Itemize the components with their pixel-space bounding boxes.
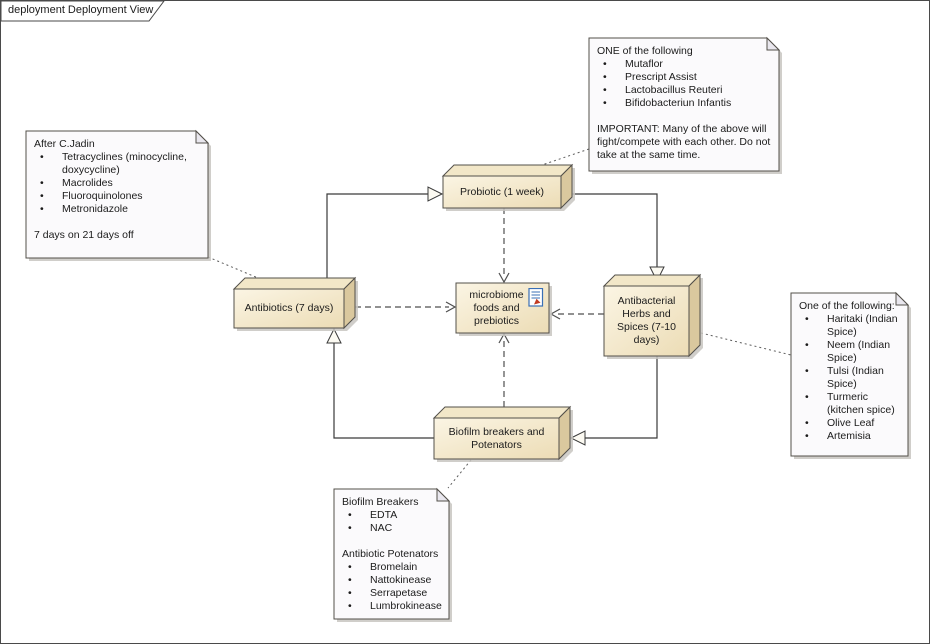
note-cjadin[interactable]: After C.Jadin•Tetracyclines (minocycline… xyxy=(26,131,208,258)
note-probiotic-options[interactable]: ONE of the following•Mutaflor•Prescript … xyxy=(589,38,779,171)
note-line: •Nattokinease xyxy=(348,574,432,586)
note-herb-options[interactable]: One of the following:•Haritaki (Indian S… xyxy=(791,293,908,456)
note-line: •Serrapetase xyxy=(348,587,428,599)
note-biofilm-info[interactable]: Biofilm Breakers•EDTA•NAC Antibiotic Pote… xyxy=(334,489,449,619)
notelink-options-to-probiotic[interactable] xyxy=(541,148,590,166)
note-line: ONE of the following xyxy=(597,45,693,57)
note-line: •NAC xyxy=(348,522,393,534)
notelink-info-to-biofilm[interactable] xyxy=(447,459,472,489)
diagram-frame-label: deployment Deployment View xyxy=(8,4,154,16)
note-line: •Olive Leaf xyxy=(805,417,875,429)
node-herbs[interactable]: Antibacterial Herbs and Spices (7-10 day… xyxy=(604,286,689,356)
node-biofilm-shape xyxy=(432,405,573,462)
node-probiotic-label: Probiotic (1 week) xyxy=(459,185,545,198)
artifact-microbiome[interactable]: microbiome foods and prebiotics xyxy=(456,283,549,333)
note-biofilm-info-shape xyxy=(333,487,452,622)
node-probiotic-shape xyxy=(441,163,575,211)
note-line: •Tulsi (Indian Spice) xyxy=(805,365,884,390)
note-line: •Fluoroquinolones xyxy=(40,190,143,202)
note-line: •Neem (Indian Spice) xyxy=(805,339,891,364)
node-biofilm-label: Biofilm breakers and Potenators xyxy=(448,425,545,451)
note-line: •Metronidazole xyxy=(40,203,128,215)
note-line: •Mutaflor xyxy=(603,58,663,70)
dependency-antibiotics-to-microbiome[interactable] xyxy=(355,301,457,313)
connector-biofilm-to-antibiotics[interactable] xyxy=(326,327,434,439)
node-antibiotics-shape xyxy=(232,276,358,331)
note-herb-options-shape xyxy=(790,291,911,459)
notelink-options-to-herbs[interactable] xyxy=(700,332,792,356)
note-line: One of the following: xyxy=(799,300,895,312)
note-line: •Tetracyclines (minocycline, doxycycline… xyxy=(40,151,187,176)
note-probiotic-options-shape xyxy=(588,36,782,174)
note-line xyxy=(342,535,441,548)
note-line: •Turmeric (kitchen spice) xyxy=(805,391,895,416)
note-line: •Haritaki (Indian Spice) xyxy=(805,313,898,338)
node-herbs-shape xyxy=(602,273,703,359)
note-line: •Bromelain xyxy=(348,561,418,573)
node-antibiotics-label: Antibiotics (7 days) xyxy=(244,302,334,314)
artifact-microbiome-shape xyxy=(455,282,552,336)
connector-probiotic-to-herbs[interactable] xyxy=(572,193,665,283)
diagram-frame-tab xyxy=(1,1,165,22)
dependency-herbs-to-microbiome[interactable] xyxy=(549,308,604,320)
note-line: •Lumbrokinease xyxy=(348,600,442,612)
note-line: •EDTA xyxy=(348,509,398,521)
note-line: 7 days on 21 days off xyxy=(34,229,134,241)
note-line xyxy=(34,216,200,229)
note-line: After C.Jadin xyxy=(34,138,95,150)
note-line xyxy=(597,110,771,123)
connector-antibiotics-to-probiotic[interactable] xyxy=(326,186,444,278)
note-cjadin-shape xyxy=(25,129,211,261)
note-line: •Lactobacillus Reuteri xyxy=(603,84,723,96)
note-line: •Artemisia xyxy=(805,430,871,442)
artifact-microbiome-label: microbiome foods and prebiotics xyxy=(469,288,524,327)
node-biofilm[interactable]: Biofilm breakers and Potenators xyxy=(434,418,559,459)
node-probiotic[interactable]: Probiotic (1 week) xyxy=(443,176,561,208)
connector-herbs-to-biofilm[interactable] xyxy=(569,356,658,446)
note-line: Biofilm Breakers xyxy=(342,496,419,508)
dependency-biofilm-to-microbiome[interactable] xyxy=(498,332,510,407)
note-line: •Bifidobacteriun Infantis xyxy=(603,97,732,109)
note-line: Antibiotic Potenators xyxy=(342,548,439,560)
note-line: IMPORTANT: Many of the above will fight/… xyxy=(597,123,771,161)
note-line: •Macrolides xyxy=(40,177,113,189)
node-antibiotics[interactable]: Antibiotics (7 days) xyxy=(234,289,344,328)
node-herbs-label: Antibacterial Herbs and Spices (7-10 day… xyxy=(617,295,676,346)
note-line: •Prescript Assist xyxy=(603,71,697,83)
dependency-probiotic-to-microbiome[interactable] xyxy=(498,208,510,284)
document-icon xyxy=(528,288,544,307)
notelink-cjadin-to-antibiotics[interactable] xyxy=(207,256,259,279)
